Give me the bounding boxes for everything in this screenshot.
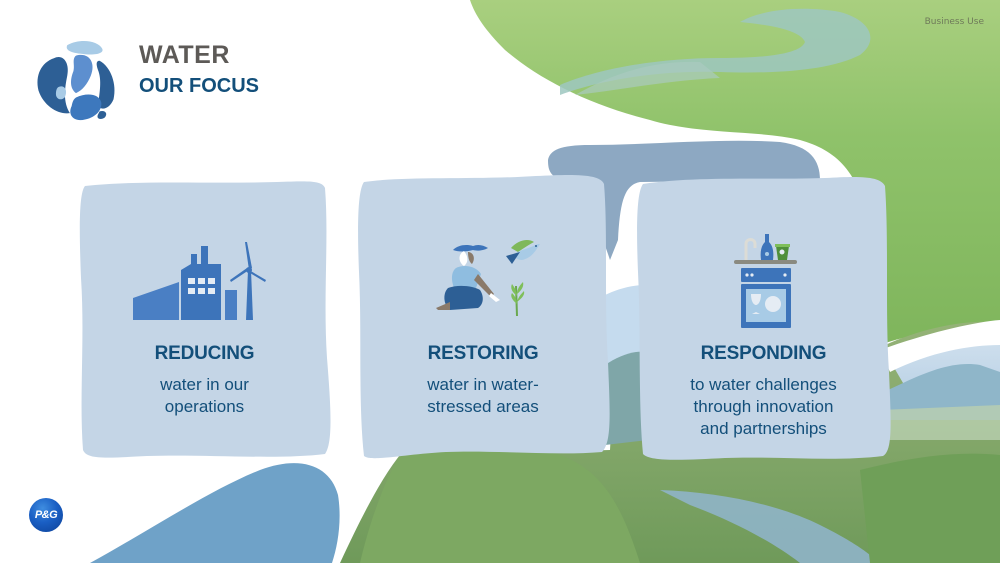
card-description: water in our operations [160,375,249,416]
card-heading: RESTORING [427,343,539,364]
person-planting-bird-icon [436,240,540,317]
water-drops-logo-icon [37,41,115,121]
card-description: to water challenges through innovation a… [690,375,837,438]
dishwasher-sink-icon [734,234,797,328]
card-reducing: REDUCING water in our operations [77,178,332,460]
page-subtitle: OUR FOCUS [139,75,259,97]
card-restoring: RESTORING water in water- stressed areas [356,172,610,462]
card-description: water in water- stressed areas [427,375,539,416]
page-title: WATER [139,41,230,69]
classification-label: Business Use [924,17,984,27]
card-heading: RESPONDING [700,343,827,364]
pg-brand-logo: P&G [29,498,63,532]
card-background [358,174,610,459]
factory-wind-turbine-icon [133,242,266,320]
card-heading: REDUCING [154,343,255,364]
card-responding: RESPONDING to water challenges through i… [635,172,892,462]
